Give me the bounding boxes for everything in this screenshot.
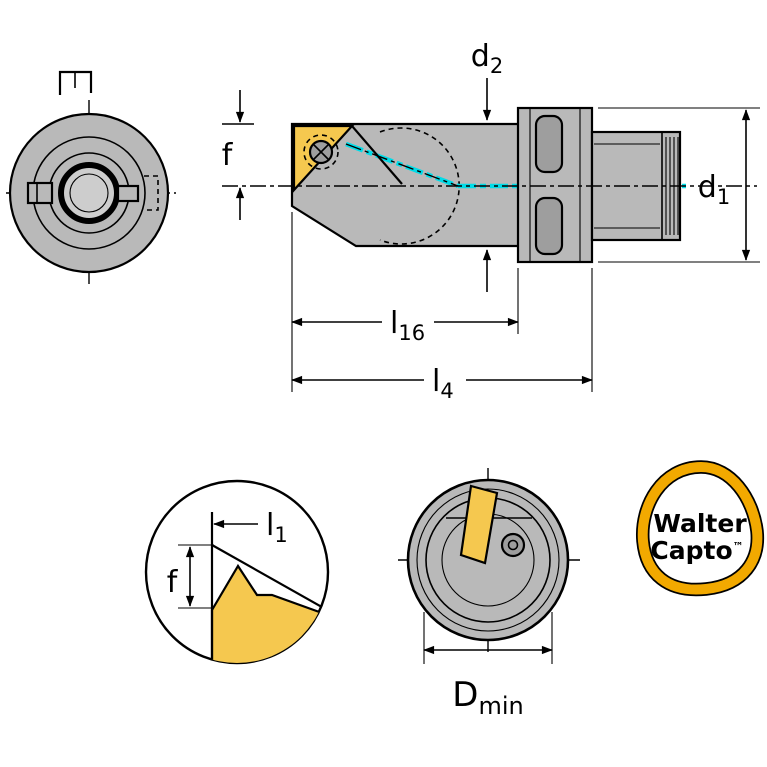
capto-shape-gold-band	[637, 461, 763, 595]
dim-l4-label: l4	[432, 364, 454, 403]
dim-l4-label-bg	[424, 362, 466, 394]
dim-l16-label: l16	[390, 306, 425, 345]
logo-text-walter: Walter	[653, 509, 747, 538]
front-bore-circle	[58, 162, 120, 224]
flange-slot-top	[534, 114, 564, 174]
dim-l16-label-bg	[382, 303, 434, 337]
end-view-insert	[459, 484, 499, 565]
logo-text-capto: Capto™	[650, 536, 743, 565]
flange-slot-bottom	[534, 196, 564, 256]
insert-screw-cross-2	[313, 144, 329, 160]
end-view-screw-center	[507, 539, 519, 551]
right-hidden-bracket	[144, 175, 159, 211]
end-view: Dmin	[398, 468, 580, 720]
dim-f2-label: f	[167, 565, 179, 600]
front-view	[6, 70, 176, 286]
insert-detail-view: l1 f	[144, 479, 330, 665]
coolant-centerline-angled	[345, 143, 459, 187]
tool-body	[290, 122, 522, 248]
insert-pocket-line	[351, 125, 403, 185]
insert-flank-line	[211, 544, 328, 616]
dim-dmin-label: Dmin	[452, 675, 523, 720]
end-rim-circle	[416, 488, 560, 632]
right-lug	[116, 184, 140, 203]
end-outer-circle	[406, 478, 570, 642]
dim-d1-label: d1	[698, 170, 730, 209]
dim-d2-label: d2	[471, 39, 503, 78]
insert-screw-hidden-circle	[303, 134, 339, 170]
end-view-screw	[500, 532, 526, 558]
side-view	[222, 106, 757, 264]
side-view-dimensions: d2 f d1 l16 l4	[222, 39, 760, 403]
walter-capto-logo: Walter Capto™	[636, 460, 765, 597]
front-bore-inner-circle	[69, 173, 109, 213]
left-slot	[26, 181, 54, 205]
dim-l1-label: l1	[266, 508, 288, 547]
dim-f-label: f	[222, 138, 234, 173]
